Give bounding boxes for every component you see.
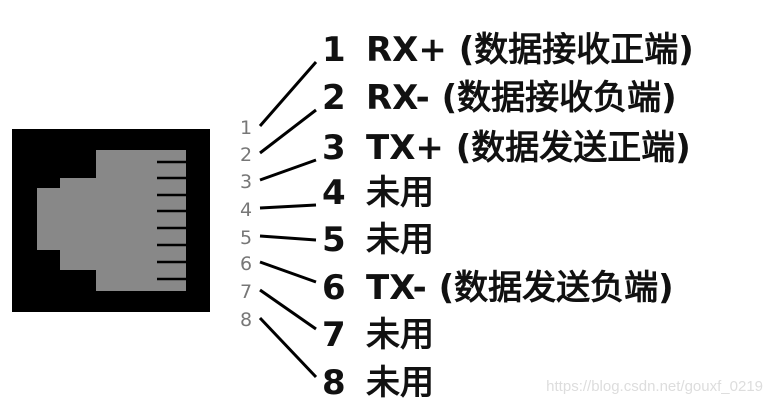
- pin-label: 3 TX+ (数据发送正端): [322, 125, 691, 171]
- pin-number: 1: [322, 30, 346, 70]
- pin-number: 2: [322, 78, 346, 118]
- lead-line: [259, 108, 317, 155]
- pin-description: 未用: [366, 315, 434, 355]
- watermark: https://blog.csdn.net/gouxf_0219: [546, 378, 763, 395]
- pin-small-number: 1: [239, 117, 253, 139]
- pin-small-number: 5: [239, 227, 253, 249]
- pin-number: 7: [322, 315, 346, 355]
- pin-description: TX- (数据发送负端): [366, 268, 674, 308]
- pin-number: 3: [322, 128, 346, 168]
- pin-label: 8 未用: [322, 360, 434, 406]
- pin-description: 未用: [366, 173, 434, 213]
- pin-description: 未用: [366, 220, 434, 260]
- pin-small-number: 8: [239, 309, 253, 331]
- pin-label: 2 RX- (数据接收负端): [322, 75, 677, 121]
- pin-description: RX+ (数据接收正端): [366, 30, 694, 70]
- pin-description: TX+ (数据发送正端): [366, 128, 691, 168]
- pin-number: 4: [322, 173, 346, 213]
- pin-label: 1 RX+ (数据接收正端): [322, 27, 694, 73]
- pin-label: 6 TX- (数据发送负端): [322, 265, 674, 311]
- pin-number: 5: [322, 220, 346, 260]
- pin-small-number: 3: [239, 171, 253, 193]
- pin-description: RX- (数据接收负端): [366, 78, 677, 118]
- pin-description: 未用: [366, 363, 434, 403]
- pin-label: 4 未用: [322, 170, 434, 216]
- lead-line: [259, 158, 317, 182]
- pin-small-number: 6: [239, 253, 253, 275]
- jack-socket: [37, 150, 186, 291]
- pin-label: 5 未用: [322, 217, 434, 263]
- lead-line: [258, 316, 318, 379]
- lead-line: [258, 61, 318, 127]
- pin-small-number: 4: [239, 199, 253, 221]
- pin-small-number: 7: [239, 281, 253, 303]
- pin-number: 8: [322, 363, 346, 403]
- pin-small-number: 2: [239, 144, 253, 166]
- lead-line: [259, 203, 317, 210]
- lead-line: [259, 288, 317, 331]
- lead-line: [259, 260, 317, 284]
- lead-line: [259, 234, 317, 242]
- pin-label: 7 未用: [322, 312, 434, 358]
- pin-number: 6: [322, 268, 346, 308]
